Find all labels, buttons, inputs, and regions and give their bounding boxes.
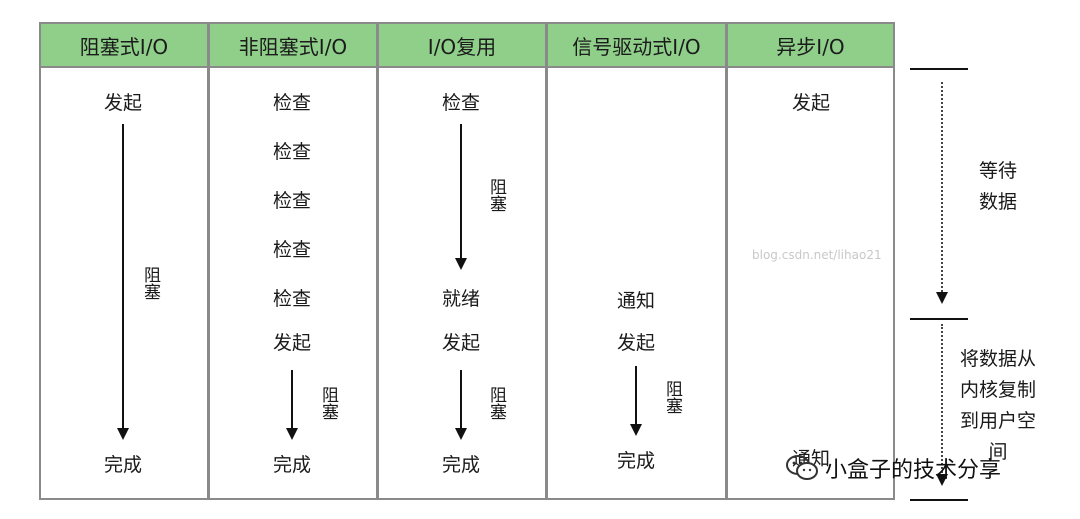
column-signal-driven-io: 信号驱动式I/O: [546, 22, 727, 500]
column-header-nonblocking-io: 非阻塞式I/O: [210, 24, 376, 68]
arrow-shaft: [291, 370, 293, 430]
step-start: 发起: [791, 92, 831, 114]
arrow-head: [455, 428, 467, 440]
step-blocked: 阻塞: [662, 380, 682, 414]
column-header-async-io: 异步I/O: [728, 24, 893, 68]
phase-divider-middle: [910, 318, 968, 320]
step-ready: 就绪: [441, 288, 481, 310]
step-start: 发起: [103, 92, 143, 114]
column-header-signal-driven-io: 信号驱动式I/O: [548, 24, 725, 68]
step-start: 发起: [441, 332, 481, 354]
step-end: 完成: [272, 454, 312, 476]
arrow-shaft: [460, 370, 462, 430]
phase-wait-line: 等待: [978, 160, 1017, 182]
arrow-head: [286, 428, 298, 440]
column-blocking-io: 阻塞式I/O: [39, 22, 209, 500]
step-start: 发起: [616, 332, 656, 354]
phase-copy-line: 到用户空: [959, 410, 1036, 432]
column-header-blocking-io: 阻塞式I/O: [41, 24, 207, 68]
step-end: 完成: [441, 454, 481, 476]
phase-copy-line: 间: [988, 441, 1008, 463]
wechat-account-badge: 小盒子的技术分享: [785, 452, 1001, 484]
step-end: 完成: [616, 450, 656, 472]
step-check: 检查: [272, 288, 312, 310]
step-check: 检查: [272, 141, 312, 163]
phase-copy-line: 将数据从: [959, 348, 1036, 370]
watermark-text: blog.csdn.net/lihao21: [752, 248, 882, 262]
wechat-icon: [786, 455, 818, 480]
phase-divider-top: [910, 68, 968, 70]
step-end: 完成: [103, 454, 143, 476]
arrow-head: [455, 258, 467, 270]
column-async-io: 异步I/O: [726, 22, 895, 500]
step-check: 检查: [272, 239, 312, 261]
column-header-io-multiplexing: I/O复用: [379, 24, 545, 68]
step-check: 检查: [272, 92, 312, 114]
step-check: 检查: [272, 190, 312, 212]
phase-copy-label: 将数据从 内核复制 到用户空 间: [948, 344, 1048, 468]
step-blocked: 阻塞: [318, 386, 338, 420]
arrow-shaft: [122, 124, 124, 430]
arrow-shaft: [460, 124, 462, 260]
step-blocked: 阻塞: [486, 386, 506, 420]
step-check: 检查: [441, 92, 481, 114]
phase-divider-bottom: [910, 499, 968, 501]
phase-copy-line: 内核复制: [959, 379, 1036, 401]
step-blocked: 阻塞: [486, 178, 506, 212]
arrow-shaft: [635, 366, 637, 426]
step-start: 发起: [272, 332, 312, 354]
phase-wait-label: 等待 数据: [948, 156, 1048, 218]
arrow-head: [936, 292, 948, 304]
arrow-head: [117, 428, 129, 440]
arrow-head: [936, 474, 948, 486]
step-notify: 通知: [616, 290, 656, 312]
step-blocked: 阻塞: [140, 266, 160, 300]
column-nonblocking-io: 非阻塞式I/O: [208, 22, 378, 500]
phase-wait-line: 数据: [978, 191, 1017, 213]
arrow-head: [630, 424, 642, 436]
wechat-account-name: 小盒子的技术分享: [825, 458, 1002, 483]
phase-copy-dotted-line: [941, 324, 943, 476]
phase-wait-dotted-line: [941, 82, 943, 292]
